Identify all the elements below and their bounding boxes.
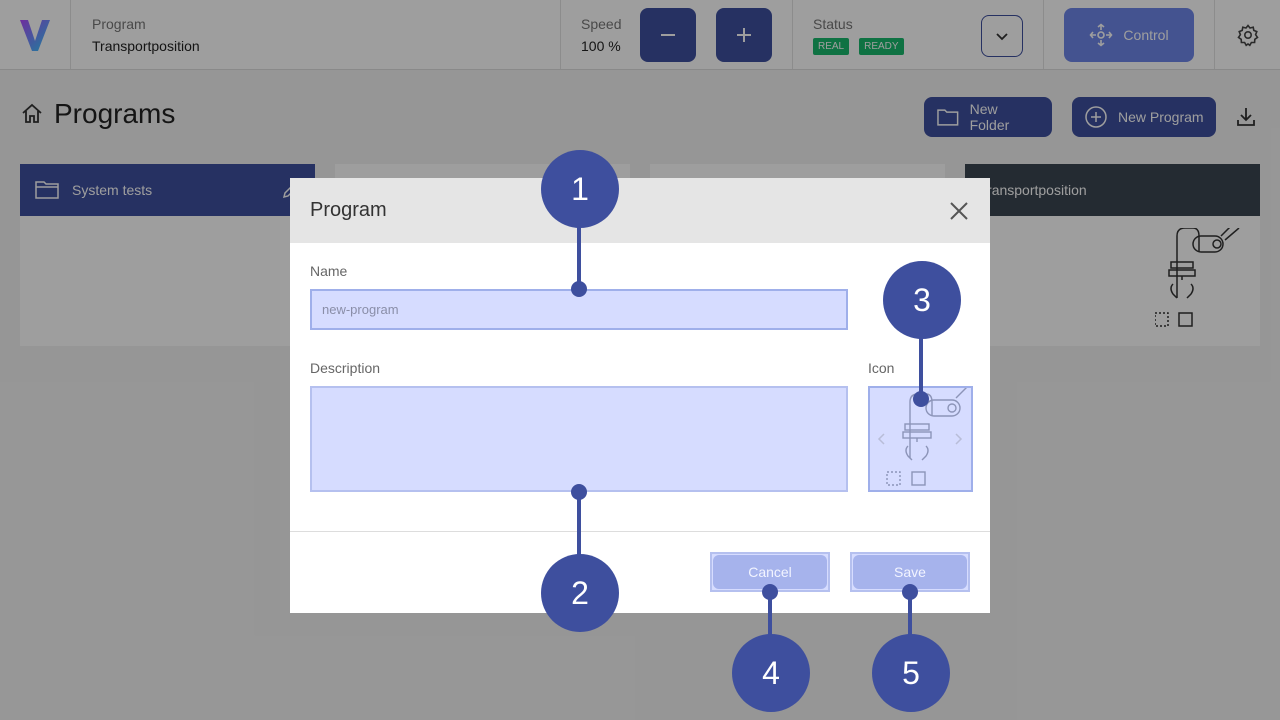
logo bbox=[0, 0, 71, 69]
plus-icon bbox=[737, 28, 751, 42]
robot-arm-icon bbox=[1155, 228, 1240, 327]
dialog-title: Program bbox=[310, 199, 387, 221]
description-input[interactable] bbox=[310, 386, 848, 492]
speed-control: Speed 100 % bbox=[561, 0, 793, 69]
callout-2: 2 bbox=[541, 554, 619, 632]
status-badge-ready: READY bbox=[859, 38, 904, 55]
speed-increase-button[interactable] bbox=[716, 8, 772, 62]
callout-5: 5 bbox=[872, 634, 950, 712]
move-arrows-icon bbox=[1089, 22, 1113, 47]
description-label: Description bbox=[310, 360, 381, 376]
callout-dot bbox=[762, 584, 778, 600]
v-logo-icon bbox=[20, 19, 50, 51]
dialog-header: Program bbox=[290, 178, 990, 243]
callout-1: 1 bbox=[541, 150, 619, 228]
status-label: Status bbox=[813, 16, 853, 32]
icon-label: Icon bbox=[868, 360, 895, 376]
add-circle-icon bbox=[1085, 106, 1107, 128]
card-title: System tests bbox=[72, 182, 153, 198]
home-icon[interactable] bbox=[20, 102, 44, 126]
close-icon[interactable] bbox=[948, 200, 970, 222]
callout-line bbox=[908, 592, 912, 638]
dialog-divider bbox=[290, 531, 990, 532]
chevron-left-icon bbox=[877, 433, 885, 445]
callout-3: 3 bbox=[883, 261, 961, 339]
callout-dot bbox=[902, 584, 918, 600]
callout-dot bbox=[571, 484, 587, 500]
name-label: Name bbox=[310, 263, 348, 279]
program-value: Transportposition bbox=[92, 38, 200, 54]
gear-icon bbox=[1236, 23, 1259, 46]
control-label: Control bbox=[1123, 26, 1169, 43]
download-button[interactable] bbox=[1234, 97, 1262, 137]
new-folder-button[interactable]: New Folder bbox=[924, 97, 1052, 137]
callout-dot bbox=[571, 281, 587, 297]
callout-4: 4 bbox=[732, 634, 810, 712]
cancel-label: Cancel bbox=[713, 555, 827, 589]
new-program-label: New Program bbox=[1118, 109, 1204, 125]
icon-picker[interactable] bbox=[868, 386, 973, 492]
card-title: Transportposition bbox=[979, 182, 1087, 198]
folder-icon bbox=[937, 109, 959, 126]
save-label: Save bbox=[853, 555, 967, 589]
new-program-button[interactable]: New Program bbox=[1072, 97, 1216, 137]
speed-value: 100 % bbox=[581, 38, 621, 54]
program-card[interactable]: Transportposition bbox=[965, 164, 1260, 346]
status-panel: Status REAL READY bbox=[793, 0, 1044, 69]
top-bar: Program Transportposition Speed 100 % St… bbox=[0, 0, 1280, 70]
chevron-down-icon bbox=[996, 33, 1008, 41]
program-info: Program Transportposition bbox=[71, 0, 561, 69]
callout-line bbox=[919, 336, 923, 399]
folder-icon bbox=[35, 181, 59, 199]
callout-dot bbox=[913, 391, 929, 407]
settings-button[interactable] bbox=[1215, 0, 1280, 69]
cancel-button[interactable]: Cancel bbox=[710, 552, 830, 592]
control-button[interactable]: Control bbox=[1064, 7, 1194, 62]
program-label: Program bbox=[92, 16, 146, 32]
minus-icon bbox=[661, 34, 675, 36]
speed-decrease-button[interactable] bbox=[640, 8, 696, 62]
speed-label: Speed bbox=[581, 16, 622, 32]
new-folder-label: New Folder bbox=[969, 101, 1010, 133]
callout-line bbox=[577, 492, 581, 556]
chevron-right-icon bbox=[955, 433, 963, 445]
program-dialog: Program Name Description Icon bbox=[290, 178, 990, 613]
status-dropdown-button[interactable] bbox=[981, 15, 1023, 57]
callout-line bbox=[577, 226, 581, 288]
page-title: Programs bbox=[54, 98, 176, 129]
callout-line bbox=[768, 592, 772, 638]
program-card[interactable]: System tests bbox=[20, 164, 315, 346]
download-icon bbox=[1237, 108, 1255, 126]
status-badge-real: REAL bbox=[813, 38, 850, 55]
